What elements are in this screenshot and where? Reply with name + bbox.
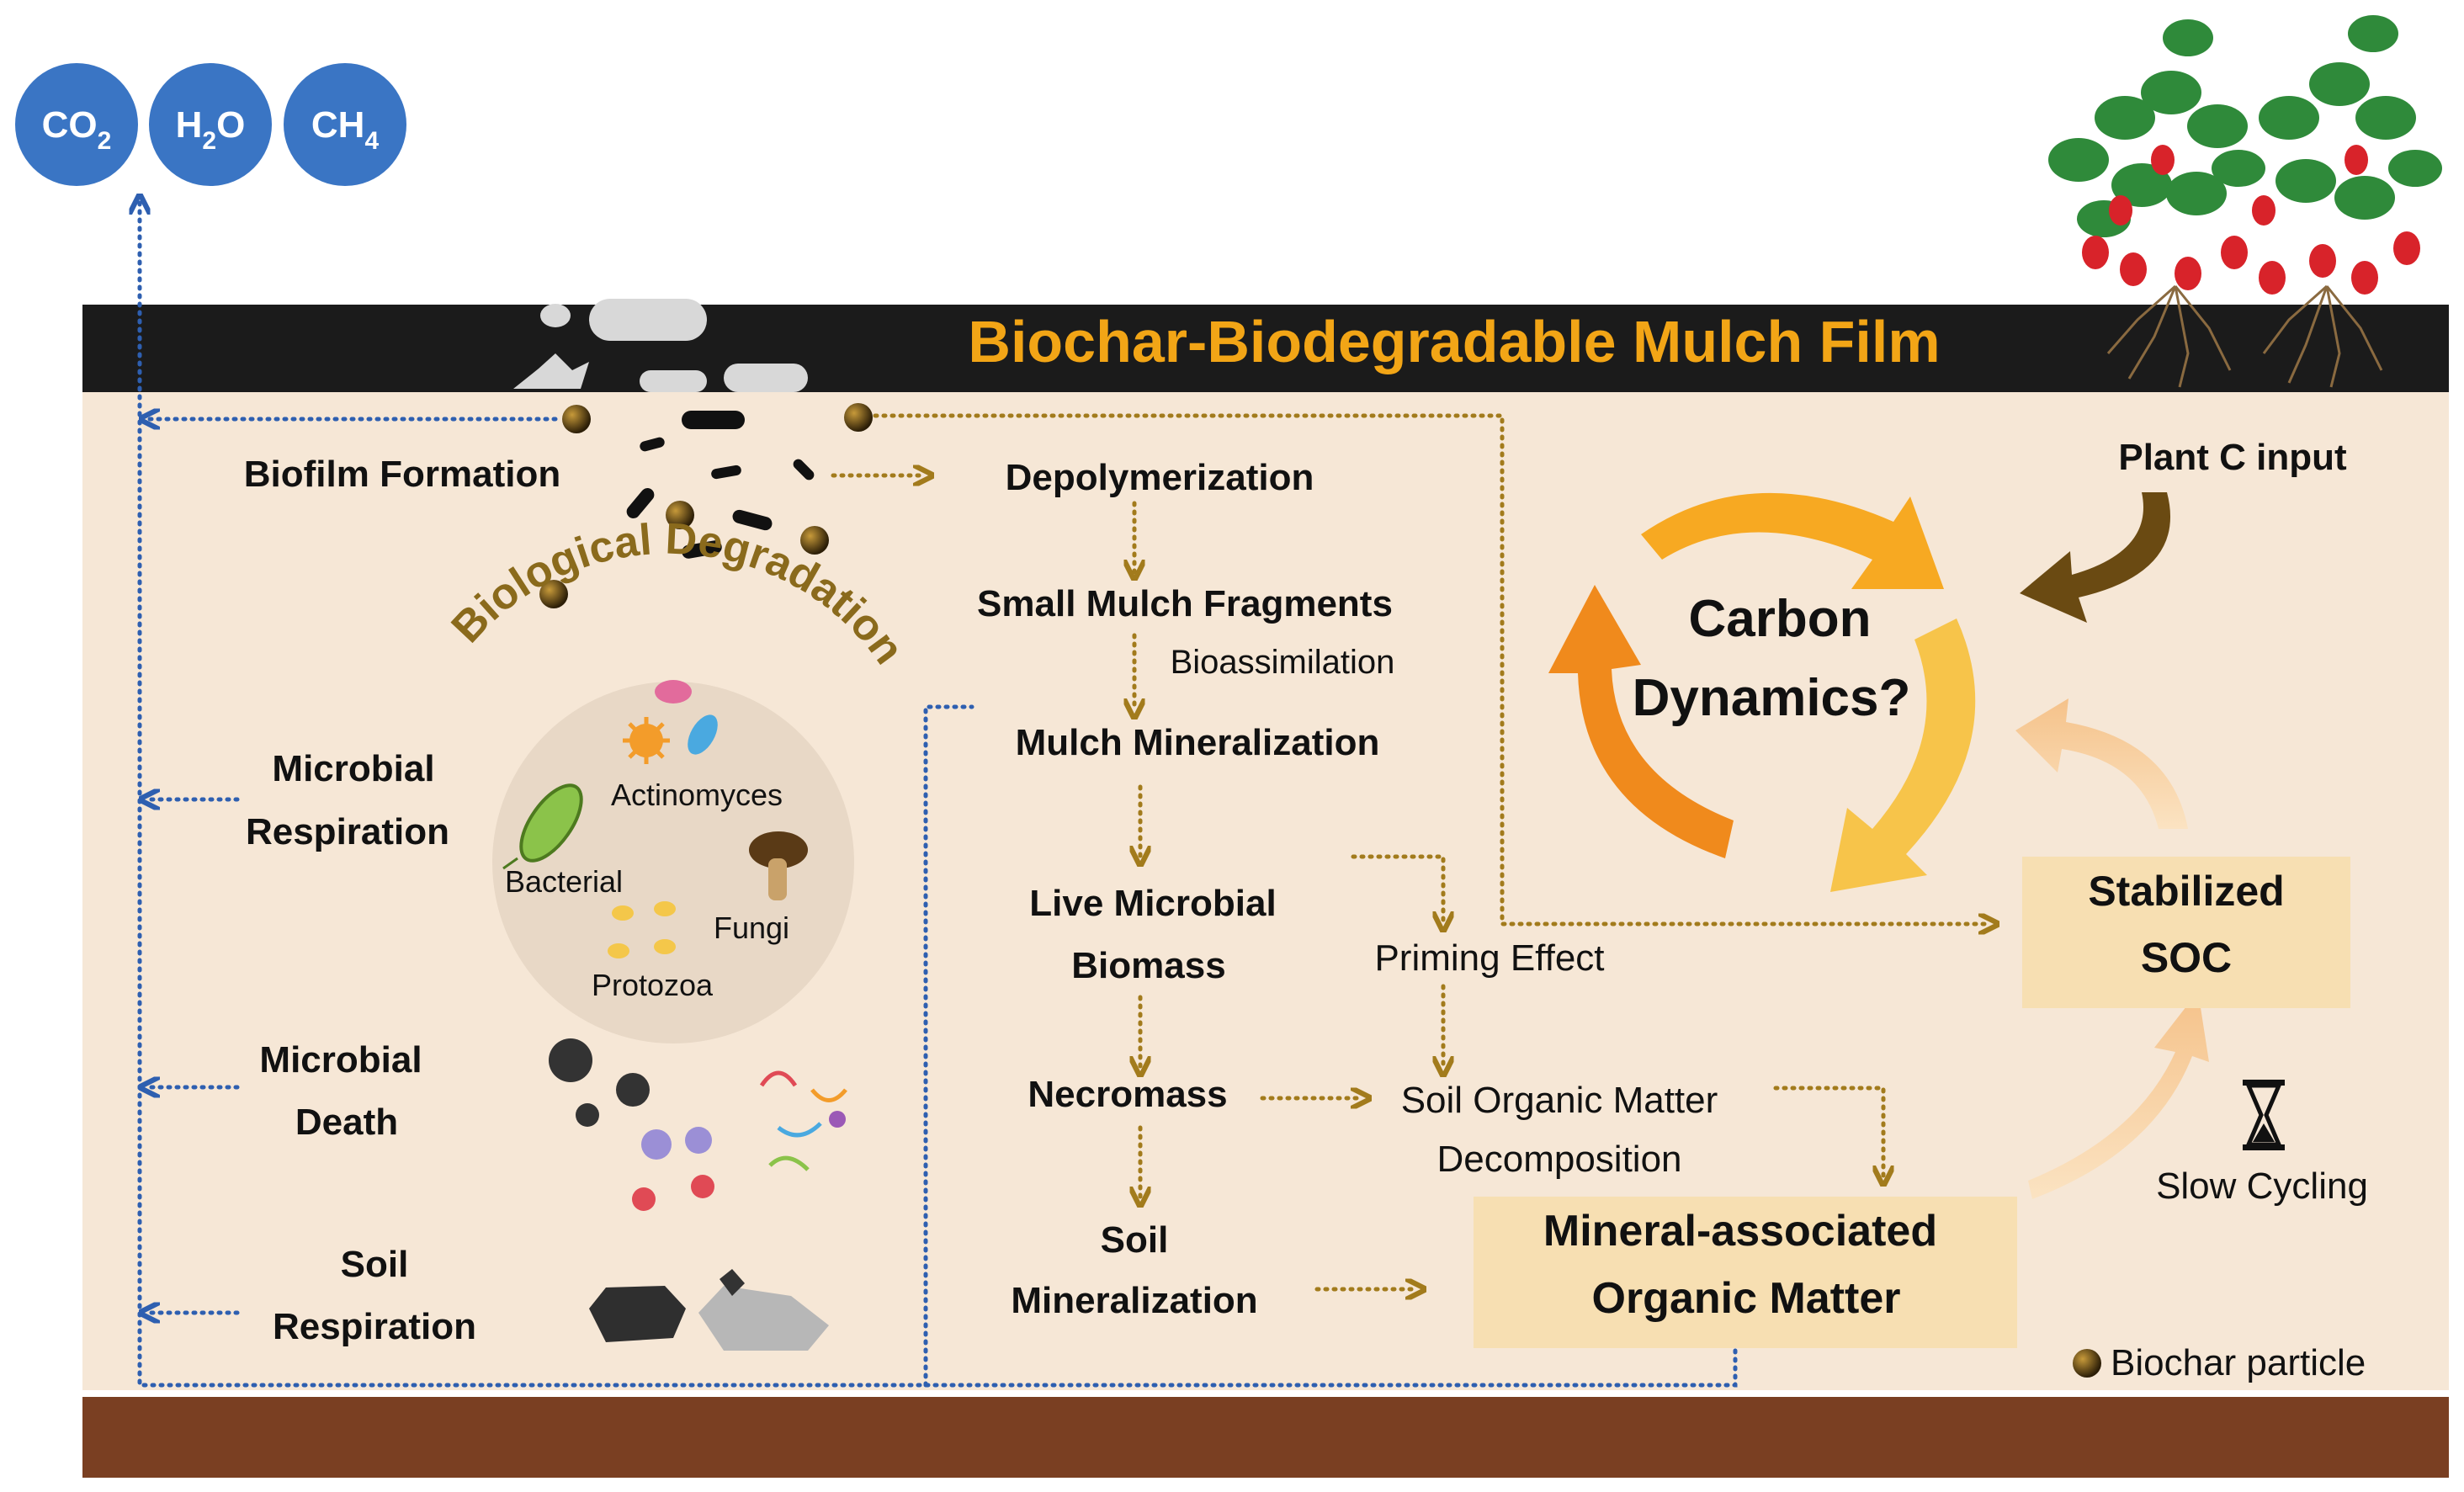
small-mulch-fragments-label: Small Mulch Fragments bbox=[977, 583, 1393, 624]
mulch-film-banner bbox=[82, 305, 2449, 392]
actinomyces-label: Actinomyces bbox=[611, 778, 783, 812]
respiration-flow-lines bbox=[140, 202, 1738, 1388]
mulch-fragments-icon bbox=[513, 299, 808, 392]
soil-mineralization-label-2: Mineralization bbox=[1011, 1280, 1257, 1321]
fungi-label: Fungi bbox=[714, 911, 789, 945]
biofilm-formation-label: Biofilm Formation bbox=[244, 454, 560, 495]
slow-cycling-label: Slow Cycling bbox=[2156, 1165, 2368, 1207]
protozoa-icon bbox=[608, 901, 676, 958]
actinomyces-icon bbox=[623, 680, 718, 764]
svg-text:CO2: CO2 bbox=[42, 104, 112, 155]
stabilized-soc-label-1: Stabilized bbox=[2088, 868, 2284, 915]
bacterial-icon bbox=[502, 783, 583, 870]
carbon-dynamics-label-2: Dynamics? bbox=[1633, 669, 1911, 727]
live-microbial-biomass-label-1: Live Microbial bbox=[1029, 883, 1276, 924]
soil-mineralization-label-1: Soil bbox=[1101, 1219, 1169, 1261]
gas-bubble-ch4: CH4 bbox=[284, 63, 406, 186]
microbe-circle bbox=[492, 682, 854, 1043]
legend-biochar-label: Biochar particle bbox=[2111, 1342, 2366, 1383]
maom-to-soc-arrow bbox=[2028, 991, 2209, 1199]
stabilized-soc-label-2: SOC bbox=[2141, 934, 2232, 981]
soil-respiration-label-2: Respiration bbox=[273, 1306, 476, 1347]
carbon-dynamics-label-1: Carbon bbox=[1689, 590, 1872, 648]
microbial-respiration-label-2: Respiration bbox=[246, 811, 449, 852]
microbial-death-label-2: Death bbox=[295, 1102, 398, 1143]
fungi-icon bbox=[749, 831, 808, 900]
plant-c-input-label: Plant C input bbox=[2118, 437, 2347, 478]
protozoa-label: Protozoa bbox=[592, 968, 714, 1002]
som-decomposition-label-2: Decomposition bbox=[1436, 1139, 1681, 1180]
maom-box bbox=[1474, 1197, 2017, 1348]
hourglass-icon bbox=[2243, 1080, 2285, 1150]
stabilized-soc-box bbox=[2022, 857, 2350, 1008]
svg-text:H2O: H2O bbox=[176, 104, 246, 155]
microbial-death-label-1: Microbial bbox=[259, 1039, 422, 1081]
legend-biochar-icon bbox=[2073, 1349, 2101, 1378]
microbial-respiration-label-1: Microbial bbox=[272, 748, 434, 789]
priming-effect-label: Priming Effect bbox=[1374, 937, 1604, 979]
necromass-label: Necromass bbox=[1028, 1074, 1227, 1115]
strawberry-plant-icon bbox=[2048, 15, 2442, 388]
svg-text:CH4: CH4 bbox=[311, 104, 380, 155]
soc-feedback-arrow bbox=[2015, 698, 2188, 829]
dead-microbes-icon bbox=[549, 1038, 847, 1211]
biochar-particles bbox=[539, 403, 873, 608]
gas-bubble-h2o: H2O bbox=[149, 63, 272, 186]
plant-input-arrow bbox=[2020, 492, 2171, 623]
live-microbial-biomass-label-2: Biomass bbox=[1071, 945, 1225, 986]
depolymerization-label: Depolymerization bbox=[1006, 457, 1314, 498]
bacterial-label: Bacterial bbox=[505, 864, 623, 899]
carbon-cycle-arrows bbox=[1548, 492, 1976, 892]
soil-rocks-icon bbox=[589, 1269, 829, 1351]
banner-title: Biochar-Biodegradable Mulch Film bbox=[968, 309, 1940, 374]
maom-label-2: Organic Matter bbox=[1592, 1274, 1901, 1323]
pathway-flow-lines bbox=[831, 413, 1991, 1289]
mulch-debris-icon bbox=[626, 411, 815, 559]
soil-respiration-label-1: Soil bbox=[341, 1244, 409, 1285]
soil-layer bbox=[82, 1397, 2449, 1478]
gas-bubble-co2: CO2 bbox=[15, 63, 138, 186]
mulch-mineralization-label: Mulch Mineralization bbox=[1016, 722, 1380, 763]
maom-label-1: Mineral-associated bbox=[1543, 1207, 1937, 1256]
som-decomposition-label-1: Soil Organic Matter bbox=[1401, 1080, 1718, 1121]
bioassimilation-label: Bioassimilation bbox=[1171, 644, 1395, 681]
